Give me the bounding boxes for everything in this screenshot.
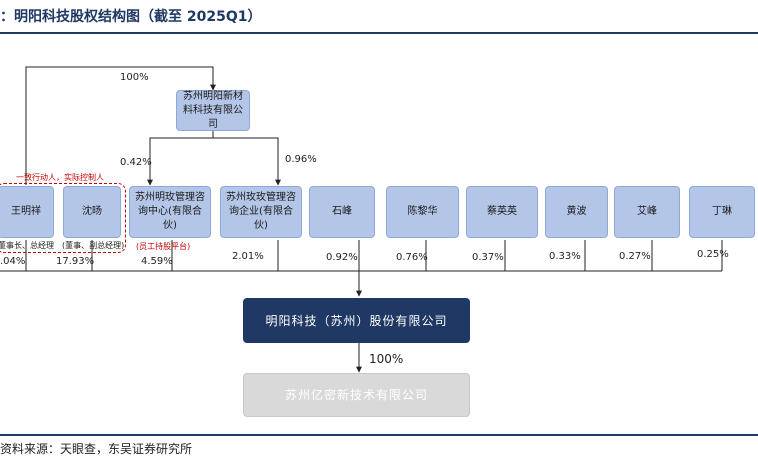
shareholder-shifeng-label: 石峰 (332, 206, 352, 217)
shareholder-aifeng-label: 艾峰 (637, 206, 657, 217)
shareholder-cai-box[interactable]: 蔡英英 (466, 186, 538, 238)
listed-company-label: 明阳科技（苏州）股份有限公司 (265, 313, 448, 328)
pct-shifeng: 0.92% (326, 252, 358, 263)
pct-huangbo: 0.33% (549, 251, 581, 262)
pct-parent-to-company: 100% (120, 72, 149, 83)
shareholder-mingmei-box[interactable]: 苏州明玫管理咨询中心(有限合伙) (129, 186, 211, 238)
shareholder-shen-box[interactable]: 沈旸 (63, 186, 121, 238)
pct-mingmei: 4.59% (141, 256, 173, 267)
parent-company-label: 苏州明阳新材料科技有限公司 (183, 90, 243, 130)
shareholder-huangbo-box[interactable]: 黄波 (545, 186, 608, 238)
pct-chen: 0.76% (396, 252, 428, 263)
pct-parent-to-meihai: 0.96% (285, 154, 317, 165)
shareholder-chen-box[interactable]: 陈黎华 (386, 186, 459, 238)
shareholder-shen-label: 沈旸 (82, 206, 102, 217)
mingmei-role-note: (员工持股平台) (136, 242, 191, 251)
page-title: ：明阳科技股权结构图（截至 2025Q1） (0, 9, 262, 25)
shareholder-dinglin-box[interactable]: 丁琳 (689, 186, 755, 238)
listed-company-box[interactable]: 明阳科技（苏州）股份有限公司 (243, 298, 470, 343)
pct-aifeng: 0.27% (619, 251, 651, 262)
controller-note: 一致行动人，实际控制人 (16, 173, 104, 182)
shareholder-meihai-label: 苏州玫玫管理咨询企业(有限合伙) (226, 192, 296, 231)
shareholder-wang-box[interactable]: 王明祥 (0, 186, 54, 238)
pct-parent-to-mingmei: 0.42% (120, 157, 152, 168)
subsidiary-box[interactable]: 苏州亿密新技术有限公司 (243, 373, 470, 417)
source-note: 资料来源：天眼查，东吴证券研究所 (0, 442, 193, 456)
pct-meihai: 2.01% (232, 251, 264, 262)
bottom-rule (0, 434, 758, 436)
shareholder-aifeng-box[interactable]: 艾峰 (614, 186, 680, 238)
shareholder-mingmei-label: 苏州明玫管理咨询中心(有限合伙) (135, 192, 205, 231)
parent-company-box[interactable]: 苏州明阳新材料科技有限公司 (176, 90, 250, 131)
shareholder-shifeng-box[interactable]: 石峰 (309, 186, 375, 238)
pct-shen: 17.93% (56, 256, 95, 267)
pct-company-to-sub: 100% (369, 352, 404, 366)
shareholder-cai-label: 蔡英英 (487, 206, 517, 217)
shareholder-dinglin-label: 丁琳 (712, 206, 732, 217)
pct-dinglin: 0.25% (697, 249, 729, 260)
subsidiary-label: 苏州亿密新技术有限公司 (284, 388, 428, 402)
pct-cai: 0.37% (472, 252, 504, 263)
shareholder-wang-label: 王明祥 (11, 206, 41, 217)
shareholder-huangbo-label: 黄波 (566, 206, 587, 217)
pct-wang: .04% (0, 256, 26, 267)
shen-role-note: (董事、副总经理) (62, 241, 125, 250)
wang-role-note: 董事长、总经理 (0, 241, 54, 250)
shareholder-chen-label: 陈黎华 (407, 206, 438, 217)
top-rule (0, 32, 758, 34)
shareholder-meihai-box[interactable]: 苏州玫玫管理咨询企业(有限合伙) (220, 186, 302, 238)
controller-group-outline (0, 183, 126, 253)
